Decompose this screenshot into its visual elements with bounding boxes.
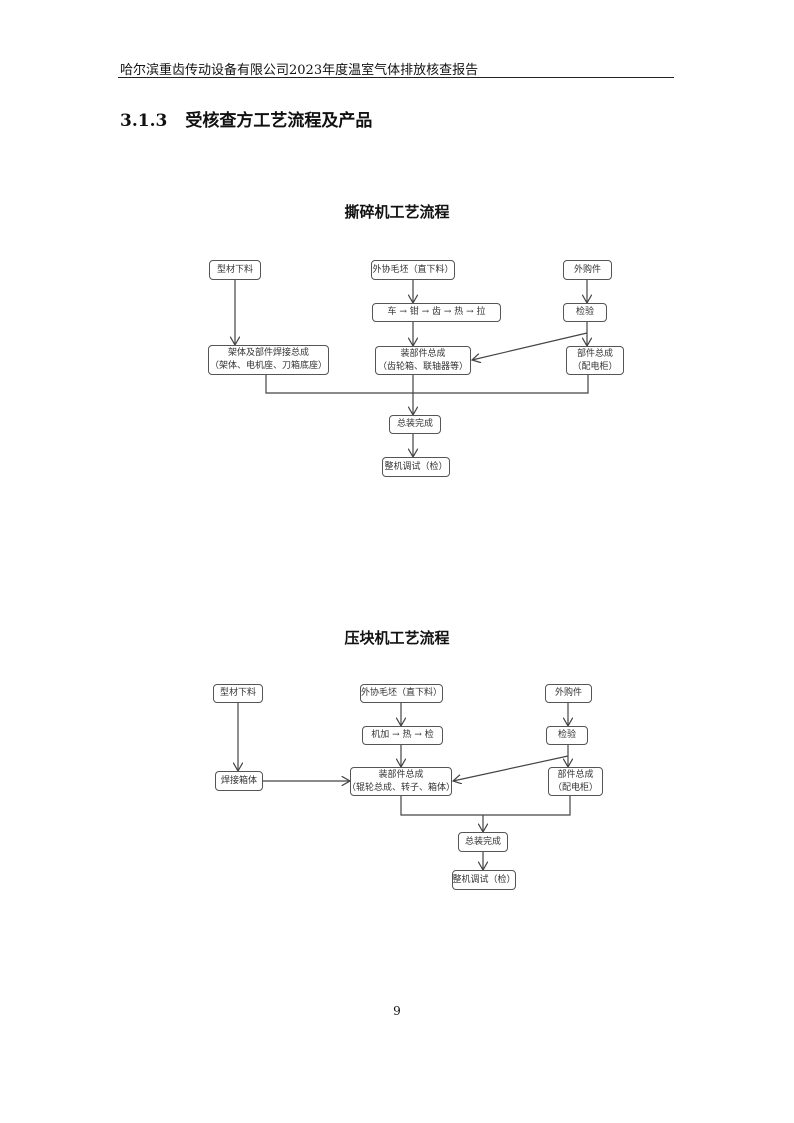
box-part-assembly: 部件总成 （配电柜） bbox=[566, 346, 624, 375]
box-line: （配电柜） bbox=[552, 782, 598, 793]
box-final-assembly: 总装完成 bbox=[458, 832, 508, 852]
box-profile-cutting: 型材下料 bbox=[209, 260, 261, 280]
box-machining-steps: 机加 → 热 → 检 bbox=[362, 726, 443, 745]
section-heading: 3.1.3 受核查方工艺流程及产品 bbox=[120, 106, 372, 131]
box-welded-housing: 焊接箱体 bbox=[215, 771, 263, 791]
box-line: 装部件总成 bbox=[378, 769, 424, 780]
box-outsourced-blank: 外协毛坯（直下料） bbox=[371, 260, 455, 280]
page-header: 哈尔滨重齿传动设备有限公司2023年度温室气体排放核查报告 bbox=[120, 63, 479, 78]
box-part-assembly: 部件总成 （配电柜） bbox=[548, 767, 603, 796]
box-profile-cutting: 型材下料 bbox=[213, 684, 263, 703]
box-component-assembly: 装部件总成 （齿轮箱、联轴器等） bbox=[375, 346, 471, 375]
box-final-assembly: 总装完成 bbox=[389, 415, 441, 434]
box-line: 部件总成 bbox=[557, 769, 594, 780]
page-number: 9 bbox=[393, 1004, 401, 1018]
box-line: （配电柜） bbox=[572, 361, 618, 372]
section-number: 3.1.3 bbox=[120, 111, 168, 131]
box-component-assembly: 装部件总成 （辊轮总成、转子、箱体） bbox=[347, 767, 456, 796]
box-machine-testing: 整机调试（检） bbox=[452, 870, 516, 890]
box-line: 架体及部件焊接总成 bbox=[227, 348, 309, 358]
box-machining-steps: 车 → 钳 → 齿 → 热 → 拉 bbox=[372, 303, 501, 322]
box-purchased-parts: 外购件 bbox=[563, 260, 612, 280]
diagram1-title: 撕碎机工艺流程 bbox=[344, 203, 450, 221]
box-machine-testing: 整机调试（检） bbox=[382, 457, 450, 477]
box-frame-welding: 架体及部件焊接总成 （架体、电机座、刀箱底座） bbox=[208, 345, 329, 375]
box-inspection: 检验 bbox=[563, 303, 607, 322]
box-line: （架体、电机座、刀箱底座） bbox=[209, 361, 327, 371]
box-inspection: 检验 bbox=[546, 726, 588, 745]
section-title: 受核查方工艺流程及产品 bbox=[185, 111, 373, 131]
box-line: （齿轮箱、联轴器等） bbox=[377, 361, 468, 372]
box-line: 装部件总成 bbox=[400, 348, 446, 359]
box-outsourced-blank: 外协毛坯（直下料） bbox=[360, 684, 443, 703]
box-purchased-parts: 外购件 bbox=[545, 684, 592, 703]
box-line: （辊轮总成、转子、箱体） bbox=[347, 782, 456, 793]
header-divider bbox=[118, 77, 674, 78]
diagram2-title: 压块机工艺流程 bbox=[344, 629, 450, 647]
box-line: 部件总成 bbox=[576, 348, 613, 359]
